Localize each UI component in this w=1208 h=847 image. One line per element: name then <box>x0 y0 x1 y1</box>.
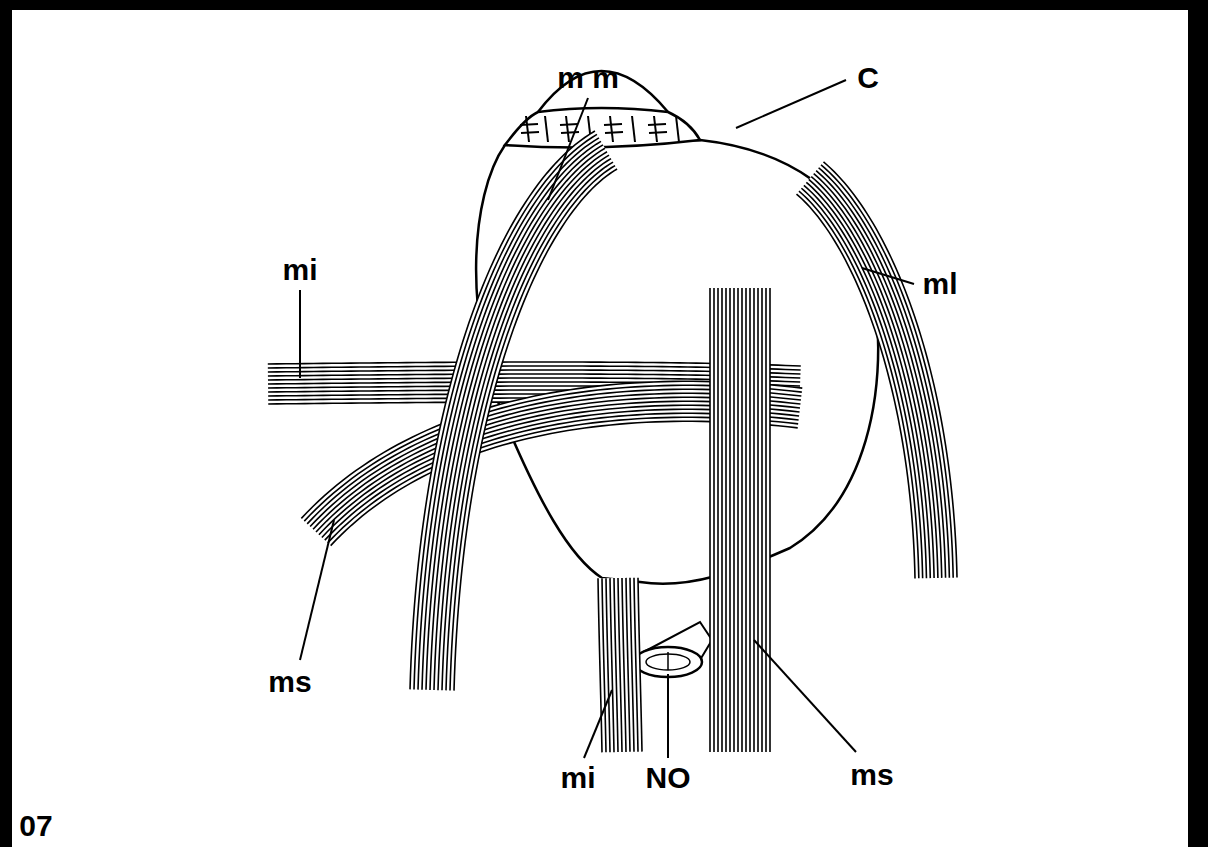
muscle-fill <box>797 162 957 579</box>
cornea-band <box>505 108 700 148</box>
leader-line <box>300 520 334 660</box>
part-label: mi <box>560 763 595 793</box>
muscle-fiber <box>410 131 595 689</box>
superior-rectus <box>710 288 770 752</box>
leader-line <box>862 268 914 284</box>
muscle-fiber <box>606 578 610 752</box>
muscle-fiber <box>614 578 618 752</box>
inferior-rectus <box>598 578 642 753</box>
muscle-fiber <box>713 288 715 752</box>
medial-rectus <box>410 131 617 691</box>
muscle-fiber <box>801 188 922 578</box>
part-label: ml <box>922 269 957 299</box>
muscle-fill <box>598 578 642 753</box>
part-label: C <box>857 63 879 93</box>
part-label: mi <box>282 255 317 285</box>
muscle-fiber <box>769 288 771 752</box>
part-label: m m <box>557 63 619 93</box>
muscle-fiber <box>598 578 602 752</box>
sutures <box>520 116 679 142</box>
leader-line <box>584 690 612 758</box>
muscle-fiber <box>602 578 606 752</box>
part-label: ms <box>850 760 893 790</box>
muscle-fiber <box>622 578 626 752</box>
muscle-fiber <box>753 288 755 752</box>
muscle-fiber <box>414 134 597 689</box>
muscle-fiber <box>741 288 743 752</box>
muscle-fiber <box>717 288 719 752</box>
muscle-fiber <box>618 578 622 752</box>
muscle-fill <box>410 131 617 691</box>
part-label: NO <box>646 763 691 793</box>
panel-ground <box>12 10 1188 847</box>
muscle-fiber <box>426 145 603 690</box>
muscle-fiber <box>819 168 950 578</box>
muscle-fill <box>710 288 770 752</box>
muscle-fiber <box>422 141 601 689</box>
figure-number: 07 <box>19 811 52 841</box>
lateral-rectus <box>797 162 957 579</box>
muscle-fiber <box>757 288 759 752</box>
muscle-fiber <box>630 578 634 752</box>
leader-line <box>736 80 846 128</box>
muscle-fiber <box>745 288 747 752</box>
part-label: ms <box>268 667 311 697</box>
muscle-fiber <box>804 185 927 578</box>
muscle-fiber <box>626 578 630 752</box>
leader-line <box>548 98 588 200</box>
muscle-fiber <box>725 288 727 752</box>
muscle-fiber <box>418 138 599 690</box>
leader-line <box>299 290 301 378</box>
muscle-fiber <box>634 578 638 752</box>
optic-nerve <box>634 622 712 677</box>
leader-line <box>754 640 856 752</box>
muscle-fiber <box>799 191 919 578</box>
muscle-fiber <box>765 288 767 752</box>
muscle-fiber <box>749 288 751 752</box>
muscle-fiber <box>721 288 723 752</box>
muscle-fiber <box>737 288 739 752</box>
muscle-fiber <box>797 194 915 578</box>
muscle-fiber <box>761 288 763 752</box>
muscle-fiber <box>814 174 942 578</box>
leader-line <box>667 674 669 758</box>
muscle-fiber <box>733 288 735 752</box>
muscle-fiber <box>816 171 945 578</box>
muscle-fiber <box>709 288 711 752</box>
muscle-fiber <box>610 578 614 752</box>
muscle-fiber <box>638 578 642 752</box>
muscle-fiber <box>729 288 731 752</box>
